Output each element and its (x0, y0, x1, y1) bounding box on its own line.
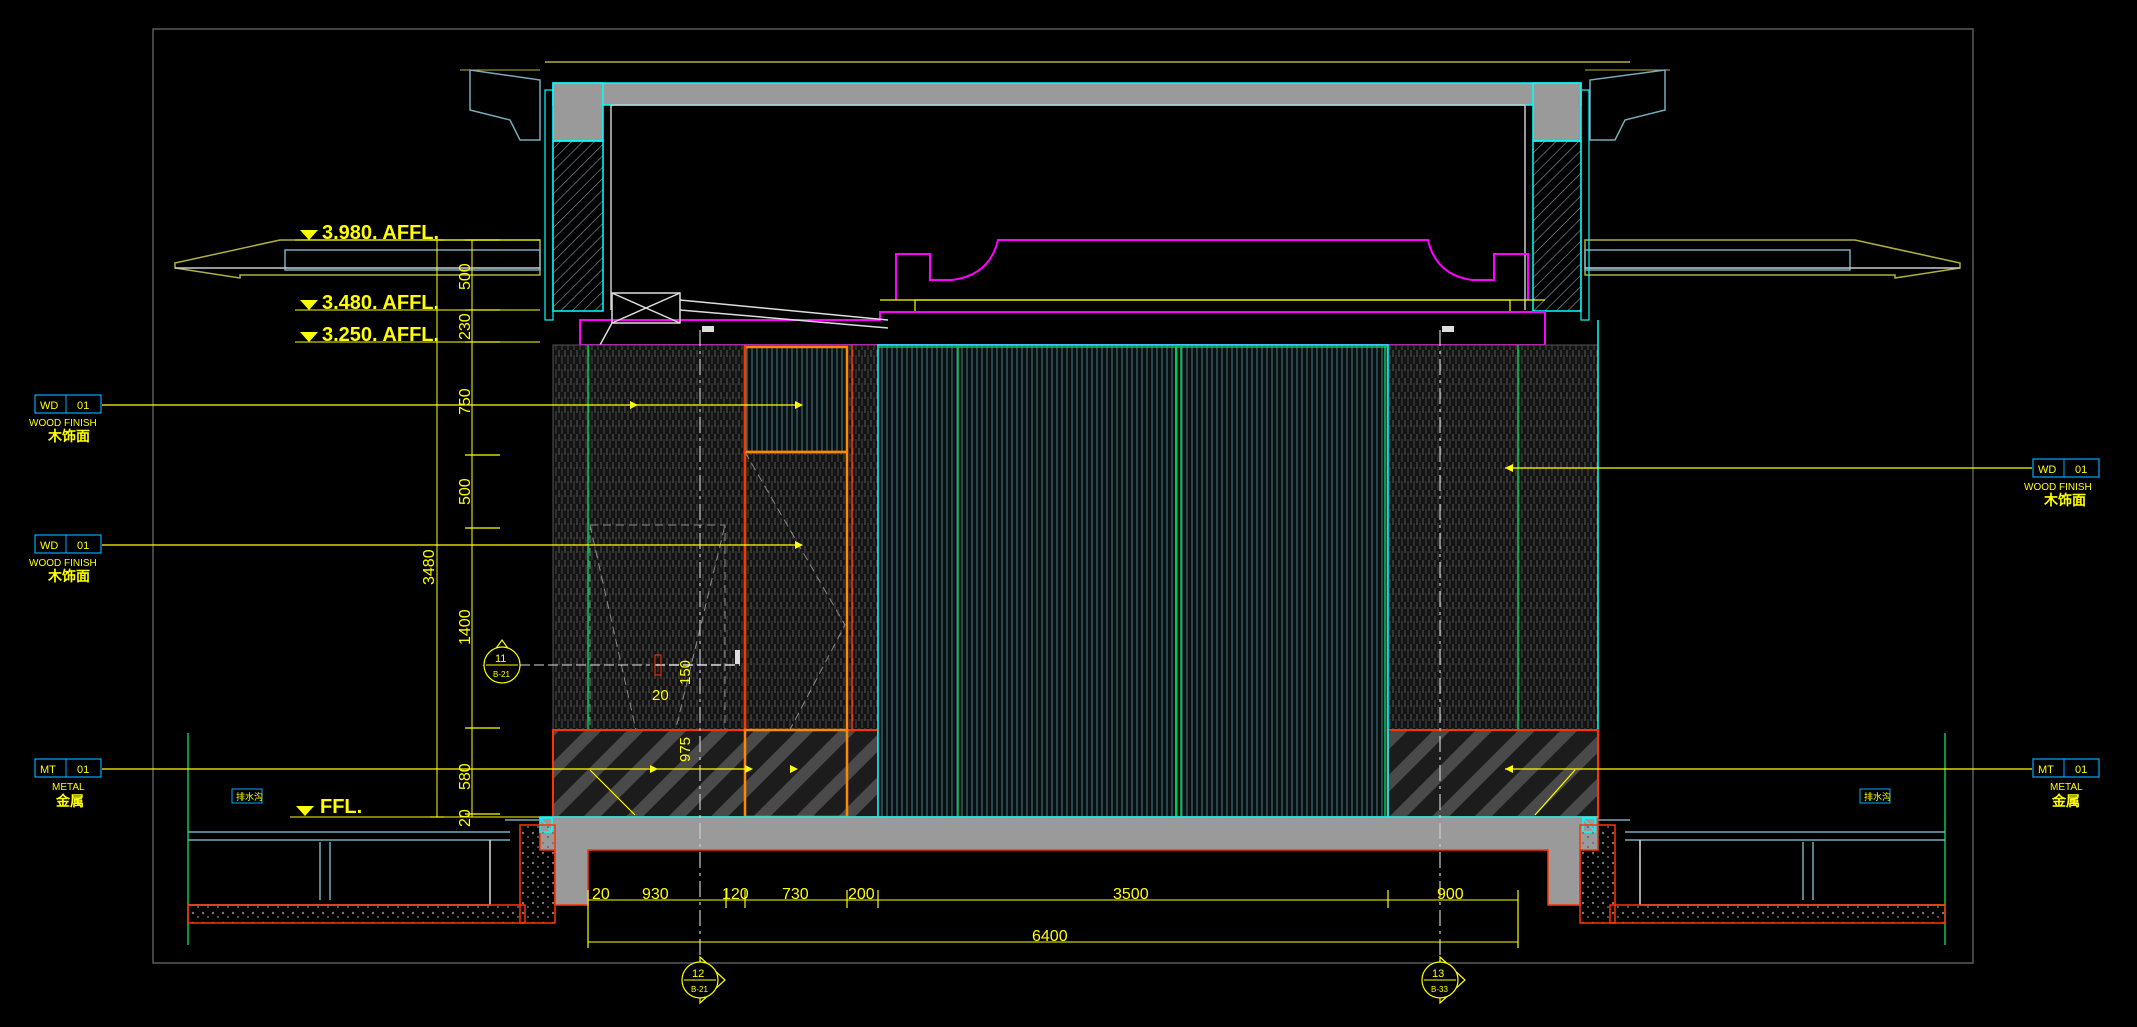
drawing-border (152, 28, 1974, 964)
level-ffl: FFL. (320, 796, 362, 818)
top-cornice (460, 61, 1670, 141)
level-3980: 3.980. AFFL. (322, 222, 439, 244)
svg-text:B-21: B-21 (493, 670, 510, 679)
svg-text:MT: MT (2038, 764, 2054, 776)
level-3480: 3.480. AFFL. (322, 292, 439, 314)
left-wall-panels (552, 344, 879, 819)
leader-lines (102, 404, 2032, 816)
hdim-3500: 3500 (1113, 886, 1149, 903)
svg-text:金属: 金属 (2051, 793, 2080, 810)
right-wall-panels (1387, 320, 1599, 815)
grid-axes (699, 330, 1441, 970)
vdim-500: 500 (457, 478, 474, 505)
drain-label-left: 排水沟 (231, 788, 263, 804)
svg-text:木饰面: 木饰面 (2043, 492, 2086, 509)
tag-wood-right: WD 01 WOOD FINISH 木饰面 (2024, 458, 2100, 509)
svg-text:WD: WD (2038, 464, 2056, 476)
tag-metal-left: MT 01 METAL 金属 (34, 758, 102, 810)
svg-text:B-33: B-33 (1431, 985, 1448, 994)
vdim-750: 750 (457, 388, 474, 415)
vdim-local-975: 975 (677, 737, 694, 762)
hdim-120: 120 (722, 886, 749, 903)
section-marker-bottom-right: 13 B-33 (1421, 955, 1466, 1005)
concrete-frame (544, 82, 1590, 321)
vertical-dimensions: 500 230 750 500 1400 580 20 3480 150 20 … (421, 239, 740, 827)
drain-label-right: 排水沟 (1859, 788, 1891, 804)
left-ground (187, 733, 556, 945)
svg-text:木饰面: 木饰面 (47, 568, 90, 585)
left-eave (174, 239, 541, 279)
ac-diffuser (599, 292, 889, 346)
hdim-20: 20 (592, 886, 610, 903)
vdim-3480: 3480 (421, 549, 438, 585)
section-marker-left: 11 B-21 (482, 638, 650, 684)
svg-text:排水沟: 排水沟 (1864, 791, 1891, 803)
vdim-580: 580 (457, 763, 474, 790)
tag-wood-left-2: WD 01 WOOD FINISH 木饰面 (29, 534, 102, 585)
tag-wood-left-1: WD 01 WOOD FINISH 木饰面 (29, 394, 102, 445)
svg-text:01: 01 (77, 400, 89, 412)
right-ground (1579, 733, 1946, 945)
svg-text:WOOD FINISH: WOOD FINISH (29, 418, 97, 429)
vdim-230: 230 (457, 313, 474, 340)
svg-text:12: 12 (692, 968, 704, 980)
vdim-1400: 1400 (457, 609, 474, 645)
hdim-900: 900 (1437, 886, 1464, 903)
vdim-local-20: 20 (652, 687, 669, 704)
svg-text:WOOD FINISH: WOOD FINISH (2024, 482, 2092, 493)
hdim-200: 200 (848, 886, 875, 903)
svg-text:01: 01 (77, 764, 89, 776)
svg-text:13: 13 (1432, 968, 1444, 980)
svg-text:11: 11 (495, 653, 506, 665)
axis-flag-right (1442, 326, 1454, 332)
svg-text:METAL: METAL (2050, 782, 2083, 793)
hdim-930: 930 (642, 886, 669, 903)
vdim-local-150: 150 (677, 660, 694, 685)
svg-text:WD: WD (40, 400, 58, 412)
hdim-730: 730 (782, 886, 809, 903)
vdim-500-top: 500 (457, 263, 474, 290)
ceiling-detail (579, 239, 1546, 346)
svg-text:MT: MT (40, 764, 56, 776)
right-eave (1584, 239, 1961, 279)
tag-metal-right: MT 01 METAL 金属 (2032, 758, 2100, 810)
vdim-20: 20 (457, 809, 474, 827)
svg-text:金属: 金属 (55, 793, 84, 810)
svg-text:METAL: METAL (52, 782, 85, 793)
horizontal-dimensions: 20 930 120 730 200 3500 900 6400 (587, 886, 1519, 948)
svg-text:排水沟: 排水沟 (236, 791, 263, 803)
svg-text:01: 01 (2075, 464, 2087, 476)
svg-text:WOOD FINISH: WOOD FINISH (29, 558, 97, 569)
metal-base (552, 728, 1599, 819)
svg-text:01: 01 (2075, 764, 2087, 776)
svg-text:B-21: B-21 (691, 985, 708, 994)
section-marker-bottom-left: 12 B-21 (681, 955, 726, 1005)
central-fluted-panels (877, 344, 1389, 818)
svg-text:木饰面: 木饰面 (47, 428, 90, 445)
hdim-6400: 6400 (1032, 928, 1068, 945)
axis-flag-left (702, 326, 714, 332)
svg-text:WD: WD (40, 540, 58, 552)
svg-text:01: 01 (77, 540, 89, 552)
leader-arrows (630, 401, 1513, 773)
level-3250: 3.250. AFFL. (322, 324, 439, 346)
level-markers: 3.980. AFFL. 3.480. AFFL. 3.250. AFFL. F… (290, 222, 540, 818)
